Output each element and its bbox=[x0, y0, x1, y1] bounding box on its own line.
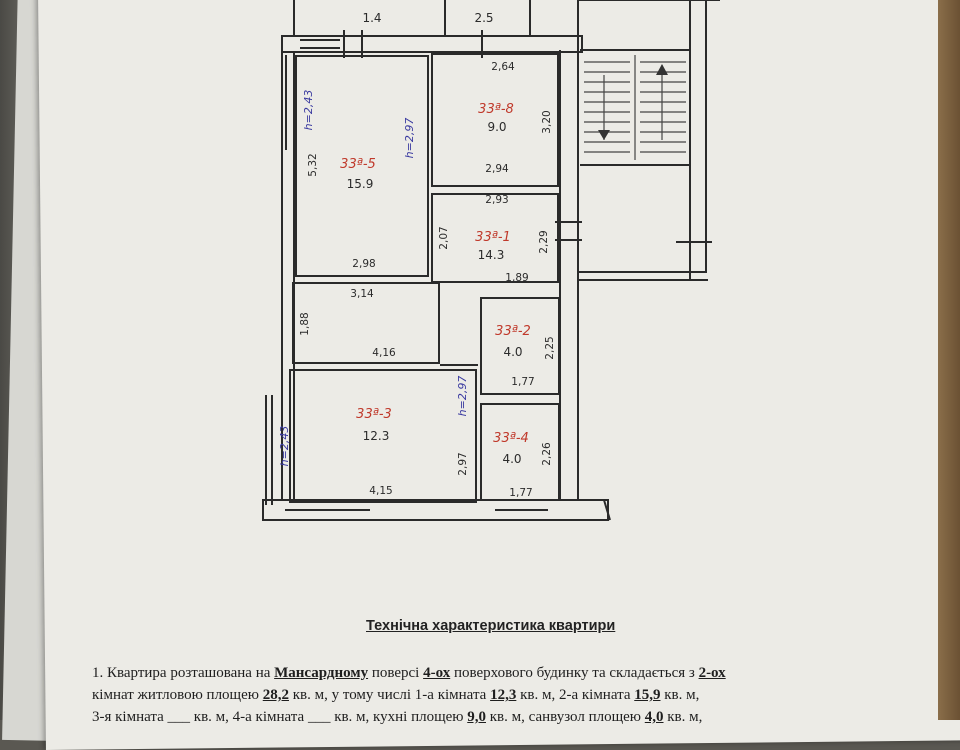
dim-1-77-upper: 1,77 bbox=[511, 376, 534, 388]
room-3-code: 33ª-3 bbox=[356, 407, 392, 422]
top-outer-wall bbox=[281, 35, 583, 53]
room-3-outline bbox=[289, 369, 477, 503]
storeys-value: 4-ох bbox=[423, 665, 451, 681]
dim-2-64: 2,64 bbox=[491, 61, 515, 73]
dim-3-20: 3,20 bbox=[541, 110, 553, 133]
room-3-area: 12.3 bbox=[363, 429, 390, 443]
room-8-area: 9.0 bbox=[487, 120, 506, 134]
dim-2-25: 2,25 bbox=[544, 336, 556, 359]
section-heading: Технічна характеристика квартири bbox=[366, 618, 616, 634]
height-room5-left: h=2,43 bbox=[302, 90, 315, 131]
room-4-code: 33ª-4 bbox=[493, 431, 529, 446]
room-8-outline bbox=[431, 53, 559, 187]
table-surface-right bbox=[938, 0, 960, 720]
top-room-right-area: 2.5 bbox=[474, 11, 493, 25]
dim-2-26: 2,26 bbox=[541, 442, 553, 466]
room-1-outline bbox=[431, 193, 559, 283]
stair-arrow-down-icon bbox=[598, 130, 610, 140]
dim-2-07: 2,07 bbox=[438, 226, 450, 249]
room-4-area: 4.0 bbox=[502, 452, 521, 466]
room1-area-value: 12,3 bbox=[490, 687, 517, 703]
rooms-count-value: 2-ох bbox=[698, 665, 726, 681]
stair-treads bbox=[584, 55, 686, 160]
floor-value: Мансардному bbox=[274, 665, 369, 681]
description-line-2: кімнат житловою площею 28,2 кв. м, у том… bbox=[92, 687, 700, 703]
top-room-left-area: 1.4 bbox=[362, 11, 381, 25]
dim-3-14: 3,14 bbox=[350, 288, 374, 300]
living-area-value: 28,2 bbox=[262, 687, 289, 703]
room-1-area: 14.3 bbox=[478, 248, 505, 262]
dim-2-29: 2,29 bbox=[538, 230, 550, 253]
room-5-code: 33ª-5 bbox=[340, 157, 376, 172]
dim-1-89: 1,89 bbox=[505, 272, 528, 284]
height-room3-left: h=2,43 bbox=[278, 426, 291, 467]
dim-5-32: 5,32 bbox=[307, 153, 319, 176]
room2-area-value: 15,9 bbox=[634, 687, 661, 703]
unlabeled-room-outline bbox=[292, 282, 440, 364]
dim-1-77-lower: 1,77 bbox=[509, 487, 532, 499]
description-line-1: 1. Квартира розташована на Мансардному п… bbox=[92, 665, 726, 681]
description-line-3: 3-я кімната ___ кв. м, 4-а кімната ___ к… bbox=[92, 709, 703, 725]
dim-2-98: 2,98 bbox=[352, 258, 375, 270]
room-2-area: 4.0 bbox=[503, 345, 522, 359]
kitchen-area-value: 9,0 bbox=[467, 709, 486, 725]
apartment-description: 1. Квартира розташована на Мансардному п… bbox=[92, 662, 932, 728]
room-8-code: 33ª-8 bbox=[478, 102, 514, 117]
height-room5-right: h=2,97 bbox=[403, 118, 416, 159]
dim-2-94: 2,94 bbox=[485, 163, 509, 175]
dim-4-15: 4,15 bbox=[369, 485, 392, 497]
floor-plan: 1.4 2.5 33ª-8 9.0 33ª-5 15.9 33ª-1 14.3 … bbox=[262, 0, 720, 521]
stairwell-outline bbox=[577, 0, 691, 273]
dim-4-16: 4,16 bbox=[372, 347, 396, 359]
dim-2-93: 2,93 bbox=[485, 194, 508, 206]
room-5-area: 15.9 bbox=[347, 177, 374, 191]
dim-2-97: 2,97 bbox=[457, 452, 469, 475]
dim-1-88: 1,88 bbox=[299, 312, 311, 335]
room-1-code: 33ª-1 bbox=[475, 230, 511, 245]
height-room3-right: h=2,97 bbox=[456, 376, 469, 417]
stair-arrow-up-icon bbox=[656, 64, 668, 75]
bath-area-value: 4,0 bbox=[644, 709, 664, 725]
room-2-code: 33ª-2 bbox=[495, 324, 531, 339]
